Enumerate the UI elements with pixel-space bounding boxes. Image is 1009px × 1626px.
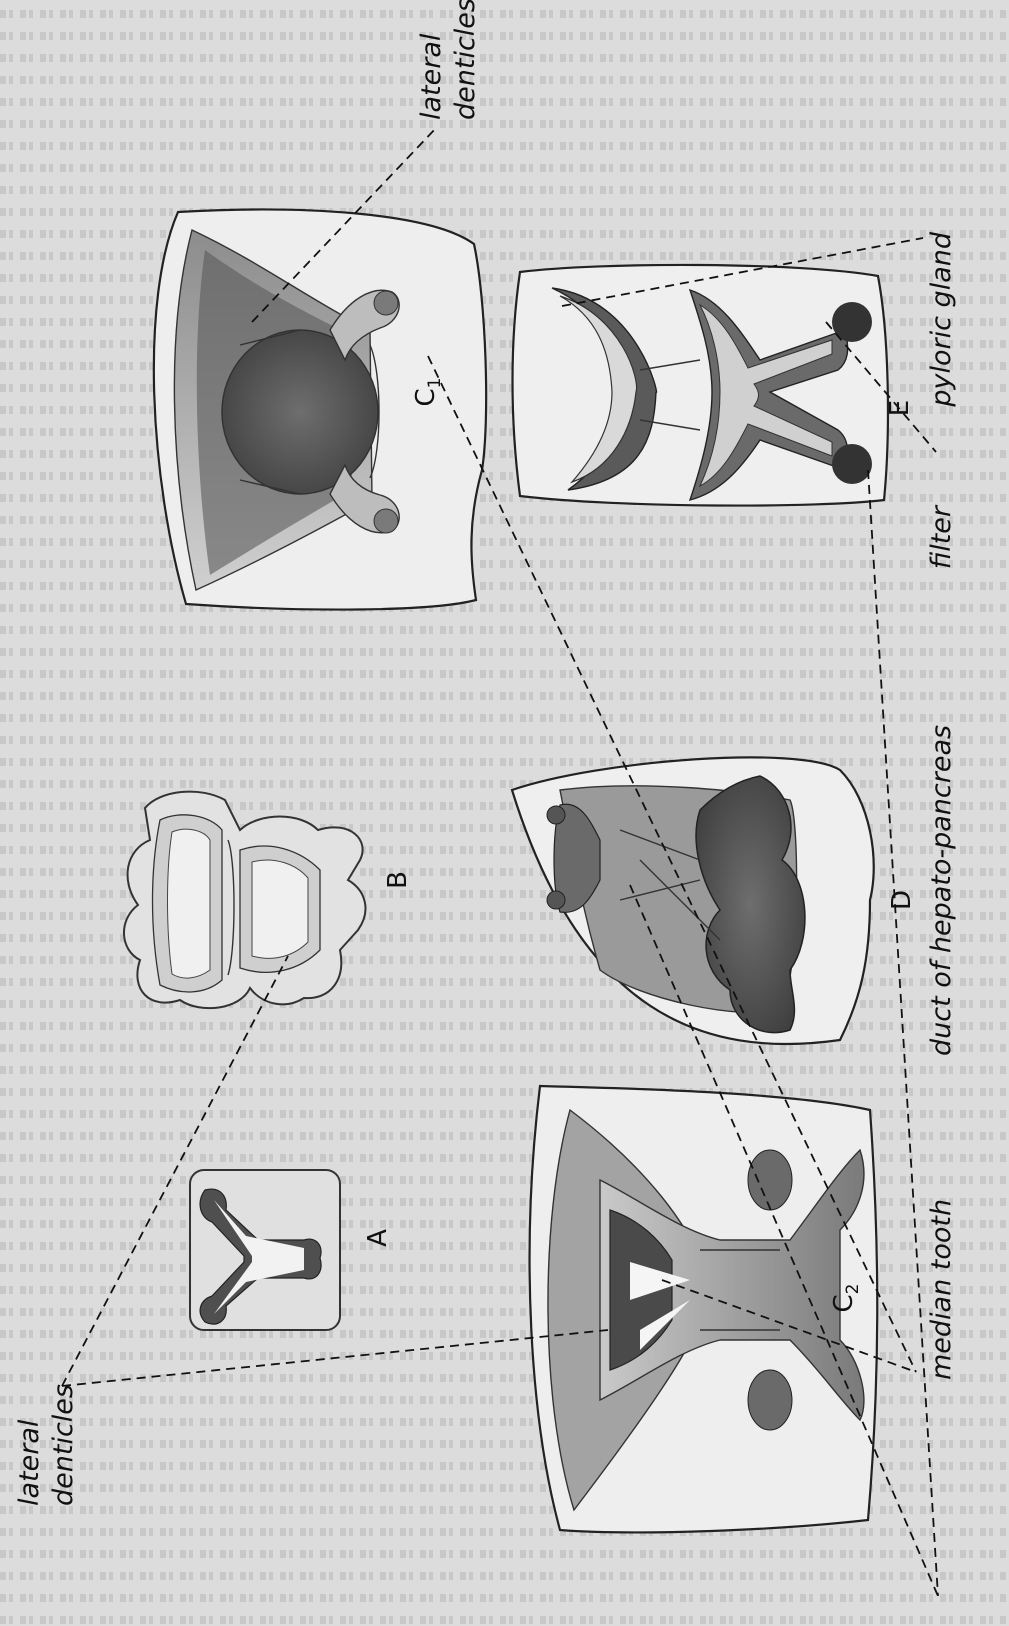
label-duct-of-hepato-pancreas: duct of hepato-pancreas	[926, 725, 957, 1056]
label-lateral-denticles-top: lateral denticles	[416, 0, 481, 120]
leader-lateral-denticles-c2	[62, 1330, 608, 1386]
figure-c1-drawing	[154, 210, 486, 610]
label-lateral-denticles-bottom-line2: denticles	[48, 1384, 79, 1506]
figure-label-d: D	[887, 890, 917, 910]
label-median-tooth: median tooth	[926, 1199, 957, 1380]
label-filter: filter	[926, 504, 957, 569]
figure-e-drawing	[513, 265, 888, 506]
figure-d-drawing	[512, 757, 874, 1044]
label-lateral-denticles-bottom-line1: lateral	[14, 1419, 45, 1506]
figure-c2-drawing	[530, 1086, 878, 1532]
figure-label-e: E	[885, 400, 915, 416]
figure-label-a: A	[363, 1229, 393, 1247]
figure-label-b: B	[383, 871, 413, 889]
figure-a-drawing	[190, 1170, 340, 1330]
label-lateral-denticles-top-line1: lateral	[416, 33, 447, 120]
label-pyloric-gland: pyloric gland	[926, 231, 957, 407]
figure-b-drawing	[124, 792, 366, 1009]
label-lateral-denticles-top-line2: denticles	[450, 0, 481, 120]
label-lateral-denticles-bottom: lateral denticles	[14, 1384, 79, 1506]
